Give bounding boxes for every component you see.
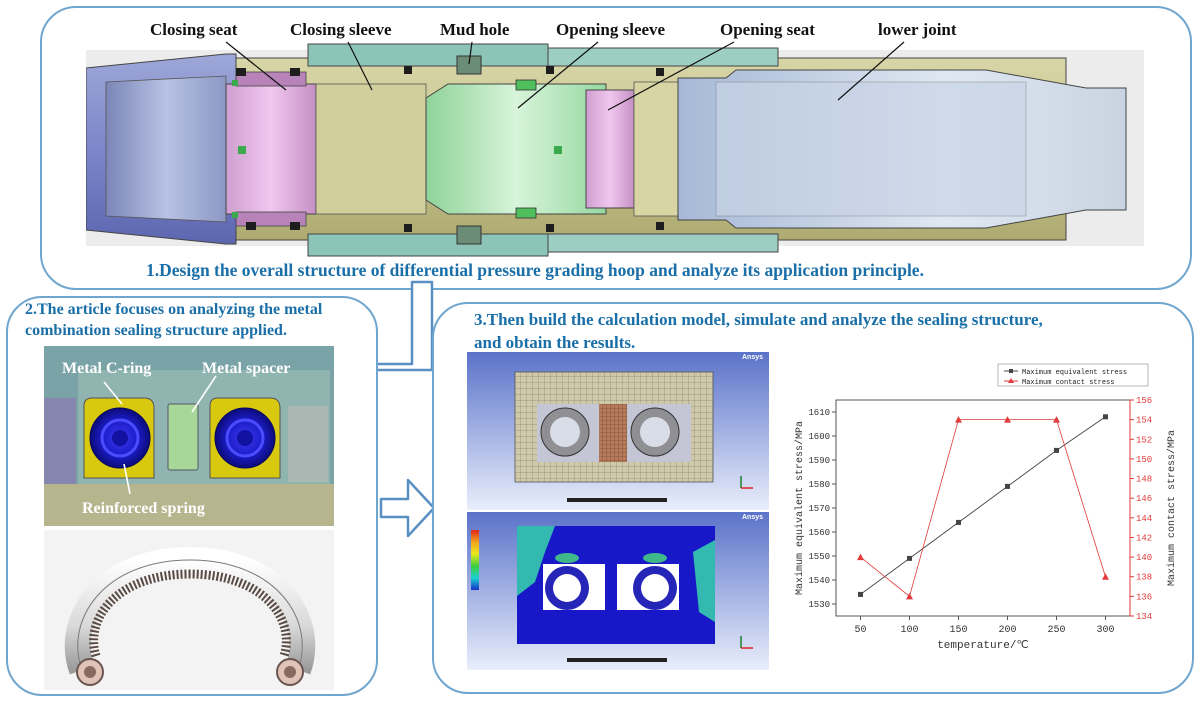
x-axis-label: temperature/℃	[937, 640, 1029, 652]
step-2-caption-line-1: 2.The article focuses on analyzing the m…	[25, 301, 323, 318]
legend-box	[997, 363, 1149, 387]
data-point-equivalent-stress	[956, 519, 961, 525]
legend-marker	[1009, 369, 1013, 373]
y-right-tick-label: 148	[1136, 475, 1152, 485]
x-tick-label: 250	[1047, 625, 1065, 636]
x-tick-label: 200	[998, 625, 1016, 636]
y-left-tick-label: 1540	[808, 576, 830, 586]
data-point-contact-stress	[1053, 416, 1060, 423]
y-left-tick-label: 1610	[808, 408, 830, 418]
y-left-tick-label: 1560	[808, 528, 830, 538]
data-point-equivalent-stress	[907, 555, 912, 561]
y-right-tick-label: 140	[1136, 553, 1152, 563]
step-3-caption-line-2: and obtain the results.	[474, 333, 636, 352]
arrow-to-panel-3	[379, 478, 436, 538]
data-point-contact-stress	[857, 553, 864, 561]
y-left-tick-label: 1590	[808, 456, 830, 466]
chart-plot-area: 50 100 150 200 250 300 1530 1540 1550 1560 1570 158…	[794, 363, 1178, 652]
y-left-tick-label: 1600	[808, 432, 830, 442]
y-right-tick-label: 138	[1136, 573, 1152, 583]
data-point-contact-stress	[955, 416, 962, 423]
label-metal-c-ring: Metal C-ring	[62, 360, 152, 377]
y-left-tick-label: 1550	[808, 552, 830, 562]
data-point-equivalent-stress	[858, 591, 863, 597]
data-point-equivalent-stress	[1103, 414, 1108, 420]
x-tick-label: 150	[949, 625, 967, 636]
data-point-contact-stress	[1102, 573, 1109, 580]
ansys-stress-contour-view	[467, 512, 769, 670]
data-point-contact-stress	[906, 592, 913, 600]
seal-cross-section	[44, 346, 334, 526]
label-metal-spacer: Metal spacer	[202, 360, 291, 377]
label-lower-joint: lower joint	[878, 20, 957, 39]
step-1-caption: 1.Design the overall structure of differ…	[146, 260, 924, 280]
legend-entry: Maximum equivalent stress	[1022, 369, 1127, 377]
y-right-tick-label: 146	[1136, 494, 1152, 504]
label-mud-hole: Mud hole	[440, 20, 510, 39]
label-closing-sleeve: Closing sleeve	[290, 20, 392, 39]
legend-entry: Maximum contact stress	[1022, 379, 1114, 387]
y-left-tick-label: 1570	[808, 504, 830, 514]
y-left-axis-label: Maximum equivalent stress/MPa	[794, 421, 806, 595]
y-right-tick-label: 150	[1136, 455, 1152, 465]
label-closing-seat: Closing seat	[150, 20, 238, 39]
y-right-axis-label: Maximum contact stress/MPa	[1166, 430, 1178, 586]
ansys-logo-2: Ansys	[742, 514, 764, 521]
label-opening-seat: Opening seat	[720, 20, 815, 39]
x-tick-label: 50	[854, 625, 866, 636]
x-tick-label: 300	[1096, 625, 1114, 636]
data-point-contact-stress	[1004, 416, 1011, 423]
y-right-tick-label: 144	[1136, 514, 1152, 524]
y-right-tick-label: 136	[1136, 592, 1152, 602]
series-line-2	[860, 419, 1106, 598]
data-point-equivalent-stress	[1005, 483, 1010, 489]
y-right-tick-label: 152	[1136, 435, 1152, 445]
ansys-mesh-view	[467, 352, 769, 510]
data-point-equivalent-stress	[1054, 447, 1059, 453]
step-3-caption-line-1: 3.Then build the calculation model, simu…	[474, 310, 1043, 329]
step-2-caption-line-2: combination sealing structure applied.	[25, 322, 287, 339]
y-left-tick-label: 1580	[808, 480, 830, 490]
y-left-tick-label: 1530	[808, 600, 830, 610]
label-reinforced-spring: Reinforced spring	[82, 500, 205, 517]
y-right-tick-label: 154	[1136, 416, 1152, 426]
label-opening-sleeve: Opening sleeve	[556, 20, 666, 39]
y-right-tick-label: 134	[1136, 612, 1152, 622]
ansys-logo-1: Ansys	[742, 354, 764, 361]
y-right-tick-label: 156	[1136, 396, 1152, 406]
seal-ring-render	[44, 530, 334, 690]
tool-cross-section	[86, 41, 1144, 257]
results-chart: 50 100 150 200 250 300 1530 1540 1550 1560 1570 158…	[780, 360, 1182, 660]
x-tick-label: 100	[900, 625, 918, 636]
y-right-tick-label: 142	[1136, 533, 1152, 543]
legend-marker	[1008, 378, 1014, 383]
